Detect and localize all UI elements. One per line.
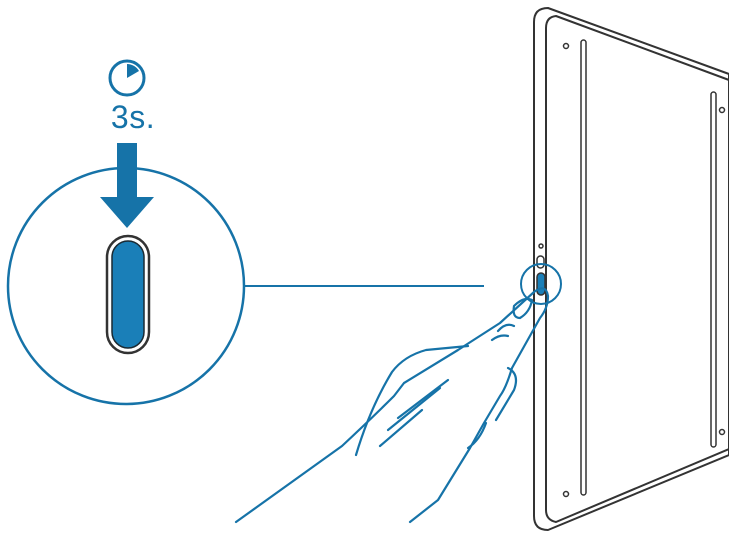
tablet-side-rail-right xyxy=(710,91,717,448)
button-highlight-ring xyxy=(520,263,562,305)
tablet-screw xyxy=(718,428,726,436)
tablet-screw xyxy=(718,106,726,114)
hold-duration-label: 3s. xyxy=(110,99,156,135)
tablet-power-button[interactable] xyxy=(536,272,546,296)
magnified-power-button xyxy=(105,234,151,355)
tablet-screw xyxy=(562,490,570,498)
tablet-screw xyxy=(562,42,570,50)
tablet-inner-edge xyxy=(545,15,729,523)
tablet-side-rail-left xyxy=(580,39,587,496)
arrow-down-icon xyxy=(100,143,154,228)
tablet-device xyxy=(533,7,729,531)
tablet-side-port xyxy=(536,255,545,269)
stopwatch-icon xyxy=(108,59,146,97)
hand-pointing-icon xyxy=(234,287,550,524)
tablet-indicator-dot xyxy=(538,243,544,249)
tablet-outer-edge xyxy=(533,7,729,531)
